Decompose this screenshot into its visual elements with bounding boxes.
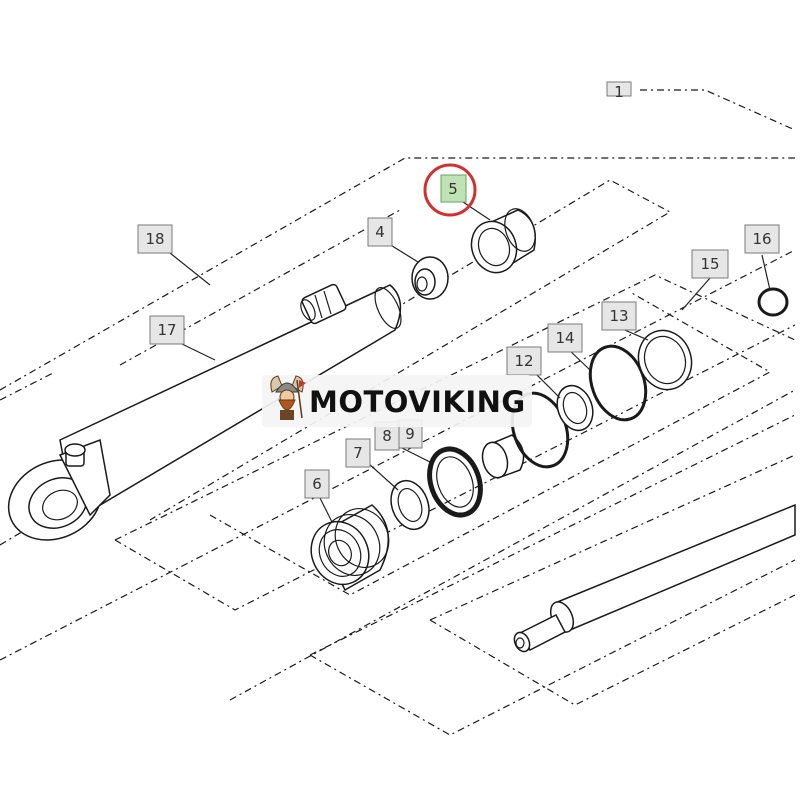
callout-13: 13	[601, 301, 637, 331]
callout-6-label: 6	[312, 475, 322, 493]
assembly-outline-lines	[0, 89, 796, 736]
callout-15: 15	[691, 249, 729, 279]
callout-7-label: 7	[353, 444, 363, 462]
viking-mascot-icon	[270, 375, 306, 420]
callout-17-label: 17	[157, 321, 176, 339]
callout-15-label: 15	[700, 255, 719, 273]
cylinder-barrel-part	[7, 284, 402, 541]
callout-18: 18	[137, 224, 173, 254]
wear-ring-part	[390, 479, 430, 531]
callout-7: 7	[345, 438, 371, 468]
callout-4: 4	[367, 217, 393, 247]
callout-12: 12	[506, 346, 542, 376]
callout-14-label: 14	[555, 329, 574, 347]
snap-ring-part	[637, 329, 693, 391]
watermark-text: MOTOVIKING	[309, 385, 526, 419]
callout-17: 17	[149, 315, 185, 345]
callout-5: 5	[423, 163, 477, 217]
nut-part	[411, 256, 449, 300]
callout-5-label: 5	[448, 180, 458, 198]
bushing-part	[470, 208, 536, 274]
callout-6: 6	[304, 469, 330, 499]
rod-end-fitting-part	[300, 283, 347, 325]
callout-1-label: 1	[614, 83, 624, 101]
watermark: MOTOVIKING	[262, 375, 532, 427]
callout-16-label: 16	[752, 230, 771, 248]
callout-8-label: 8	[382, 427, 392, 445]
piston-rod-part	[513, 503, 796, 653]
piston-part	[310, 504, 390, 592]
seal-part	[427, 446, 483, 518]
callout-1: 1	[606, 81, 632, 101]
spacer-part	[481, 434, 525, 479]
callout-13-label: 13	[609, 307, 628, 325]
callout-9-label: 9	[405, 425, 415, 443]
callout-4-label: 4	[375, 223, 385, 241]
callout-18-label: 18	[145, 230, 164, 248]
small-ring-part	[757, 287, 789, 317]
callout-12-label: 12	[514, 352, 533, 370]
highlight-circle	[423, 163, 477, 217]
backup-ring-part	[556, 384, 594, 432]
callout-16: 16	[744, 224, 780, 254]
callout-14: 14	[547, 323, 583, 353]
leader-lines	[169, 199, 771, 523]
